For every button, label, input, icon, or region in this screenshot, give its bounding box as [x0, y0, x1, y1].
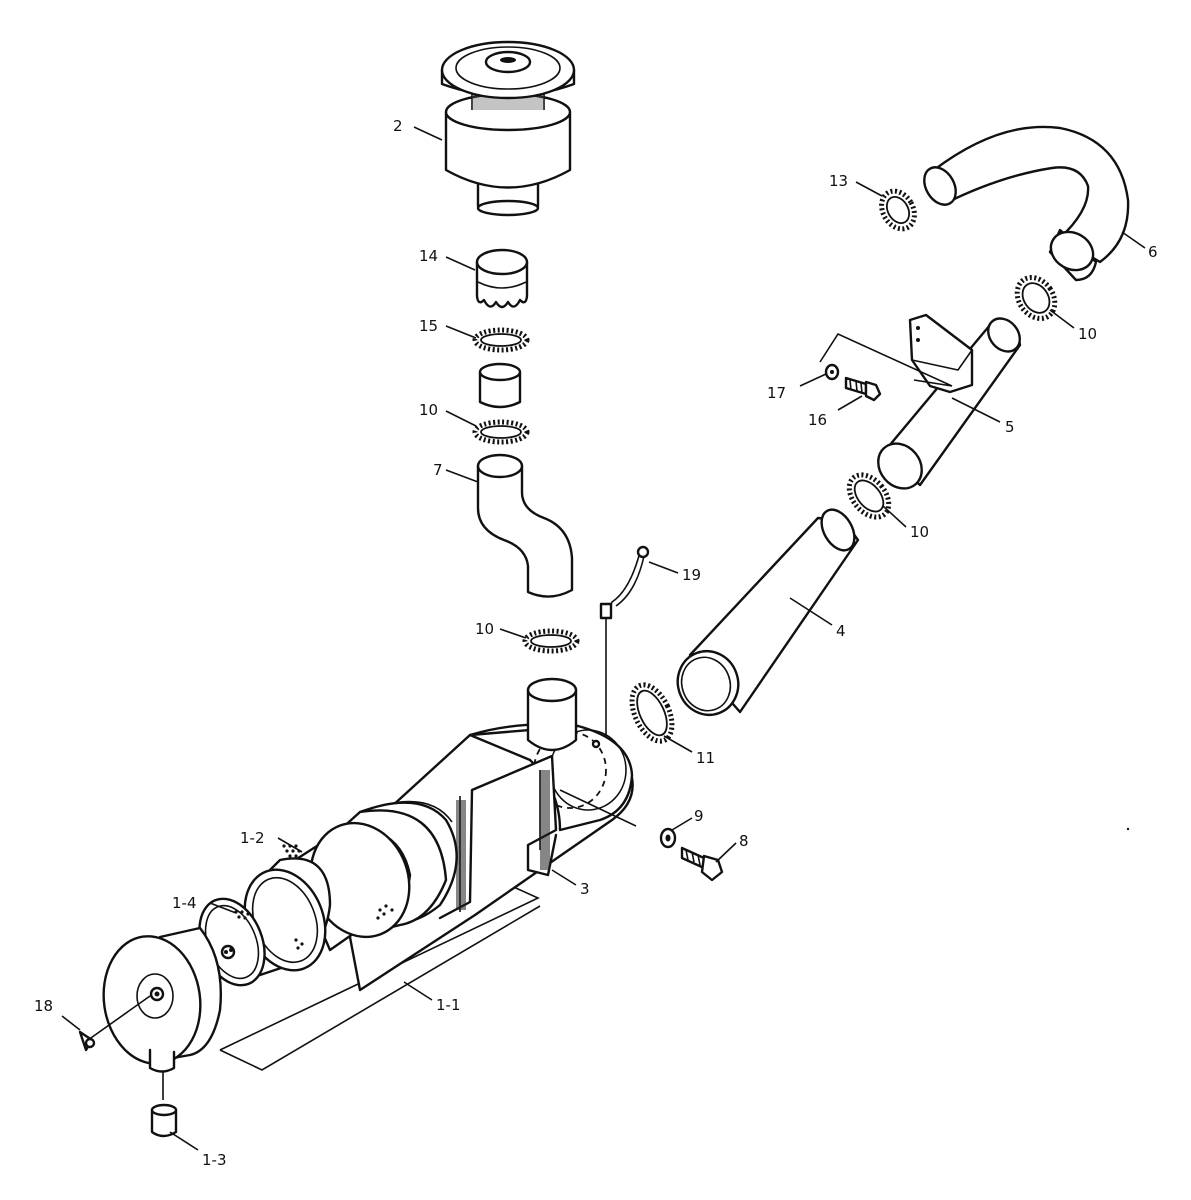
callout-17: 17: [767, 384, 786, 402]
part-washer-17: [824, 363, 840, 381]
callout-1-3: 1-3: [202, 1151, 227, 1169]
part-clamp-15: [472, 327, 530, 353]
part-clamp-10-lower-right: [846, 472, 892, 520]
part-bolt-8: [680, 846, 724, 882]
callout-14: 14: [419, 247, 438, 265]
part-air-cleaner-housing: [198, 677, 634, 1071]
callout-13: 13: [829, 172, 848, 190]
callout-10: 10: [910, 523, 929, 541]
part-clamp-13: [879, 188, 917, 232]
part-s-elbow-hose: [476, 453, 574, 598]
part-clamp-10-upper-right: [1014, 275, 1058, 321]
callout-3: 3: [580, 880, 590, 898]
callout-10: 10: [475, 620, 494, 638]
part-tube-bracket-5: [819, 313, 1022, 490]
callout-19: 19: [682, 566, 701, 584]
callout-15: 15: [419, 317, 438, 335]
part-wing-nut: [78, 995, 151, 1052]
part-bolt-16: [844, 376, 882, 402]
callout-8: 8: [739, 832, 749, 850]
part-clamp-11: [629, 682, 675, 744]
bolt-axis-line: [559, 789, 637, 827]
part-intake-tube-4: [676, 508, 860, 716]
part-sleeve: [478, 362, 522, 409]
callout-4: 4: [836, 622, 846, 640]
part-elbow-hose-6: [923, 125, 1130, 282]
callout-18: 18: [34, 997, 53, 1015]
callout-11: 11: [696, 749, 715, 767]
stray-dot: [1126, 827, 1130, 831]
part-adaptor: [475, 248, 529, 309]
part-washer-9: [659, 827, 677, 849]
callout-10: 10: [1078, 325, 1097, 343]
callout-1-4: 1-4: [172, 894, 197, 912]
part-dust-valve: [150, 1072, 178, 1138]
callout-9: 9: [694, 807, 704, 825]
part-precleaner-cap: [440, 40, 576, 217]
callout-6: 6: [1148, 243, 1158, 261]
callout-labels: 2 14 15 10 7 19 10 13 6 10 17 16 5 10 4 …: [34, 117, 1158, 1169]
leader-lines: [61, 126, 1146, 1151]
callout-1-1: 1-1: [436, 996, 461, 1014]
callout-1-2: 1-2: [240, 829, 265, 847]
callout-7: 7: [433, 461, 443, 479]
callout-5: 5: [1005, 418, 1015, 436]
part-restriction-sensor: [599, 545, 650, 742]
part-end-cover: [102, 926, 222, 1073]
callout-2: 2: [393, 117, 403, 135]
part-clamp-10-mid: [522, 628, 580, 654]
callout-10: 10: [419, 401, 438, 419]
callout-16: 16: [808, 411, 827, 429]
part-clamp-10-upper: [472, 419, 530, 445]
